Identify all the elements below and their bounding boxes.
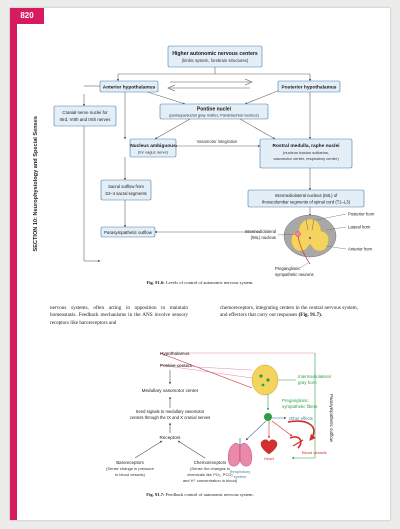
- iml-gray-horn-label2: gray horn: [298, 380, 317, 385]
- anterior-hypothalamus-label: Anterior hypothalamus: [103, 85, 156, 91]
- rostral-medulla-sub2: vasomotor center, respiratory center): [273, 156, 339, 161]
- chemoreceptors-label: Chemoreceptors: [194, 460, 227, 465]
- pontine-nuclei-box: Pontine nuclei (periaqueductal gray matt…: [159, 103, 269, 120]
- preganglionic-fibers-label1: Preganglionic: [282, 398, 309, 403]
- anterior-horn-label: Anterior horn: [348, 247, 373, 252]
- cranial-nuclei-box: Cranial nerve nuclei for IIIrd, VIIth an…: [53, 105, 117, 127]
- iml-gray-horn-label1: Intermediolateral: [298, 374, 331, 379]
- iml-thoracolumbar-box: Intermediolateral nucleus (IML) of thora…: [247, 189, 365, 208]
- spinal-cord-cross-section: [283, 214, 337, 265]
- fig-91-6-caption: Fig. 91.6: Levels of control of autonomi…: [10, 280, 390, 285]
- sacral-outflow-label1: Sacral outflow from: [108, 184, 144, 189]
- sacral-outflow-label2: S2–4 sacral segments: [105, 191, 146, 196]
- blood-vessels-icon: [289, 436, 304, 449]
- preganglionic-fibers-label2: sympathetic fibers: [282, 404, 318, 409]
- sacral-outflow-box: Sacral outflow from S2–4 sacral segments: [100, 179, 152, 201]
- fig-91-7-diagram: Hypothalamus Pontine centers Medullary v…: [106, 351, 334, 483]
- cranial-nuclei-sub: IIIrd, VIIth and IXth nerves: [59, 117, 111, 122]
- rostral-medulla-label: Rostral medulla, raphe nuclei: [273, 143, 340, 149]
- baroreceptors-label: Baroreceptors: [116, 460, 144, 465]
- medullary-center-label: Medullary vasomotor center: [142, 388, 199, 393]
- ganglion-icon: [264, 413, 272, 421]
- body-text-right: chemoreceptors, integrating centers in t…: [220, 305, 358, 320]
- page-number: 820: [10, 8, 44, 24]
- brainstem-spinal-section: [251, 364, 279, 396]
- chemo-to-receptors-arrow: [177, 440, 206, 459]
- posterior-horn-label: Posterior horn: [348, 212, 375, 217]
- hypothalamus-label: Hypothalamus: [160, 351, 190, 356]
- preganglionic-label2: sympathetic neurons: [275, 272, 314, 277]
- blood-vessels-label: Blood vessels: [302, 450, 327, 455]
- higher-centers-sub: (limbic system, forebrain structures): [182, 58, 249, 63]
- send-signals-label2: centers through the IX and X cranial ner…: [130, 415, 211, 420]
- chemoreceptors-sub1: (Sense the changes in: [190, 466, 230, 471]
- fig-91-7-caption-text: Feedback control of autonomic nervous sy…: [165, 492, 254, 497]
- vasomotor-integration-label: Vasomotor integration: [197, 139, 238, 144]
- hypothalamus-double-arrow: [167, 78, 253, 92]
- anterior-hypothalamus-box: Anterior hypothalamus: [99, 80, 159, 93]
- fig-91-7-caption-label: Fig. 91.7:: [146, 492, 165, 497]
- baroreceptors-sub1: (Sense change in pressure: [106, 466, 155, 471]
- parasympathetic-outflow-label: Parasympathetic outflow: [104, 230, 153, 235]
- other-effects-label: Other effects: [289, 416, 313, 421]
- chemoreceptors-sub2: chemicals like PO₂, PCO₂: [187, 472, 233, 477]
- respiratory-label1: Respiratory: [230, 469, 250, 474]
- to-respiratory-arrow: [245, 420, 267, 441]
- baroreceptors-sub2: in blood vessels): [115, 472, 145, 477]
- send-signals-label1: Send signals to medullary vasomotor: [136, 409, 205, 414]
- pontine-nuclei-sub: (periaqueductal gray matter, Parabrachia…: [169, 113, 259, 118]
- lungs-icon: [228, 438, 252, 467]
- fig1-connectors: [82, 67, 312, 263]
- nucleus-ambiguous-label: Nucleus ambiguous: [130, 143, 176, 149]
- iml-nucleus-label2: (IML) nucleus: [251, 235, 276, 240]
- fig-91-7-caption: Fig. 91.7: Feedback control of autonomic…: [10, 492, 390, 497]
- heart-icon: [260, 439, 278, 455]
- preganglionic-label1: Preganglionic: [275, 266, 300, 271]
- chemoreceptors-sub3: and H⁺ concentration in blood): [183, 478, 238, 483]
- nucleus-ambiguous-sub: (for vagus nerve): [138, 150, 169, 155]
- higher-centers-box: Higher autonomic nervous centers (limbic…: [167, 45, 263, 68]
- iml-nucleus-label1: Intermediolateral: [245, 229, 276, 234]
- to-vessels-arrow: [271, 420, 293, 437]
- rostral-medulla-sub1: (nucleus tractus solitarius,: [283, 150, 329, 155]
- respiratory-label2: system: [234, 474, 247, 479]
- section-bar: [10, 24, 17, 520]
- fig-91-6-caption-text: Levels of control of autonomic nervous s…: [165, 280, 254, 285]
- body-text-left: nervous systems, often acting in opposit…: [50, 305, 188, 326]
- fig-91-6-diagram: Higher autonomic nervous centers (limbic…: [53, 45, 375, 277]
- pontine-centers-label: Pontine centers: [160, 363, 193, 368]
- cranial-nuclei-label: Cranial nerve nuclei for: [62, 110, 108, 115]
- nucleus-ambiguous-box: Nucleus ambiguous (for vagus nerve): [129, 138, 177, 158]
- lateral-horn-label: Lateral horn: [348, 225, 371, 230]
- textbook-page: 820 SECTION 10: Neurophysiology and Spec…: [10, 8, 390, 520]
- parasympathetic-outflow-vertical-label: Parasympathetic outflow: [329, 394, 334, 443]
- posterior-hypothalamus-box: Posterior hypothalamus: [277, 80, 341, 93]
- iml-thoracolumbar-label1: Intermediolateral nucleus (IML) of: [275, 193, 338, 198]
- pontine-nuclei-label: Pontine nuclei: [197, 107, 232, 113]
- body-text-figure-ref: (Fig. 91.7).: [298, 312, 323, 319]
- fig-91-6-caption-label: Fig. 91.6:: [146, 280, 165, 285]
- body-text-right-main: chemoreceptors, integrating centers in t…: [220, 305, 358, 319]
- heart-label: Heart: [264, 456, 275, 461]
- posterior-hypothalamus-label: Posterior hypothalamus: [282, 85, 337, 91]
- baro-to-receptors-arrow: [134, 440, 163, 459]
- spinal-labels: [277, 213, 347, 269]
- iml-thoracolumbar-label2: thoracolumbar segments of spinal cord (T…: [262, 200, 351, 205]
- feedback-curved-arrow: [287, 420, 316, 441]
- receptors-label: Receptors: [160, 435, 182, 440]
- higher-centers-label: Higher autonomic nervous centers: [172, 51, 258, 57]
- rostral-medulla-box: Rostral medulla, raphe nuclei (nucleus t…: [259, 138, 353, 169]
